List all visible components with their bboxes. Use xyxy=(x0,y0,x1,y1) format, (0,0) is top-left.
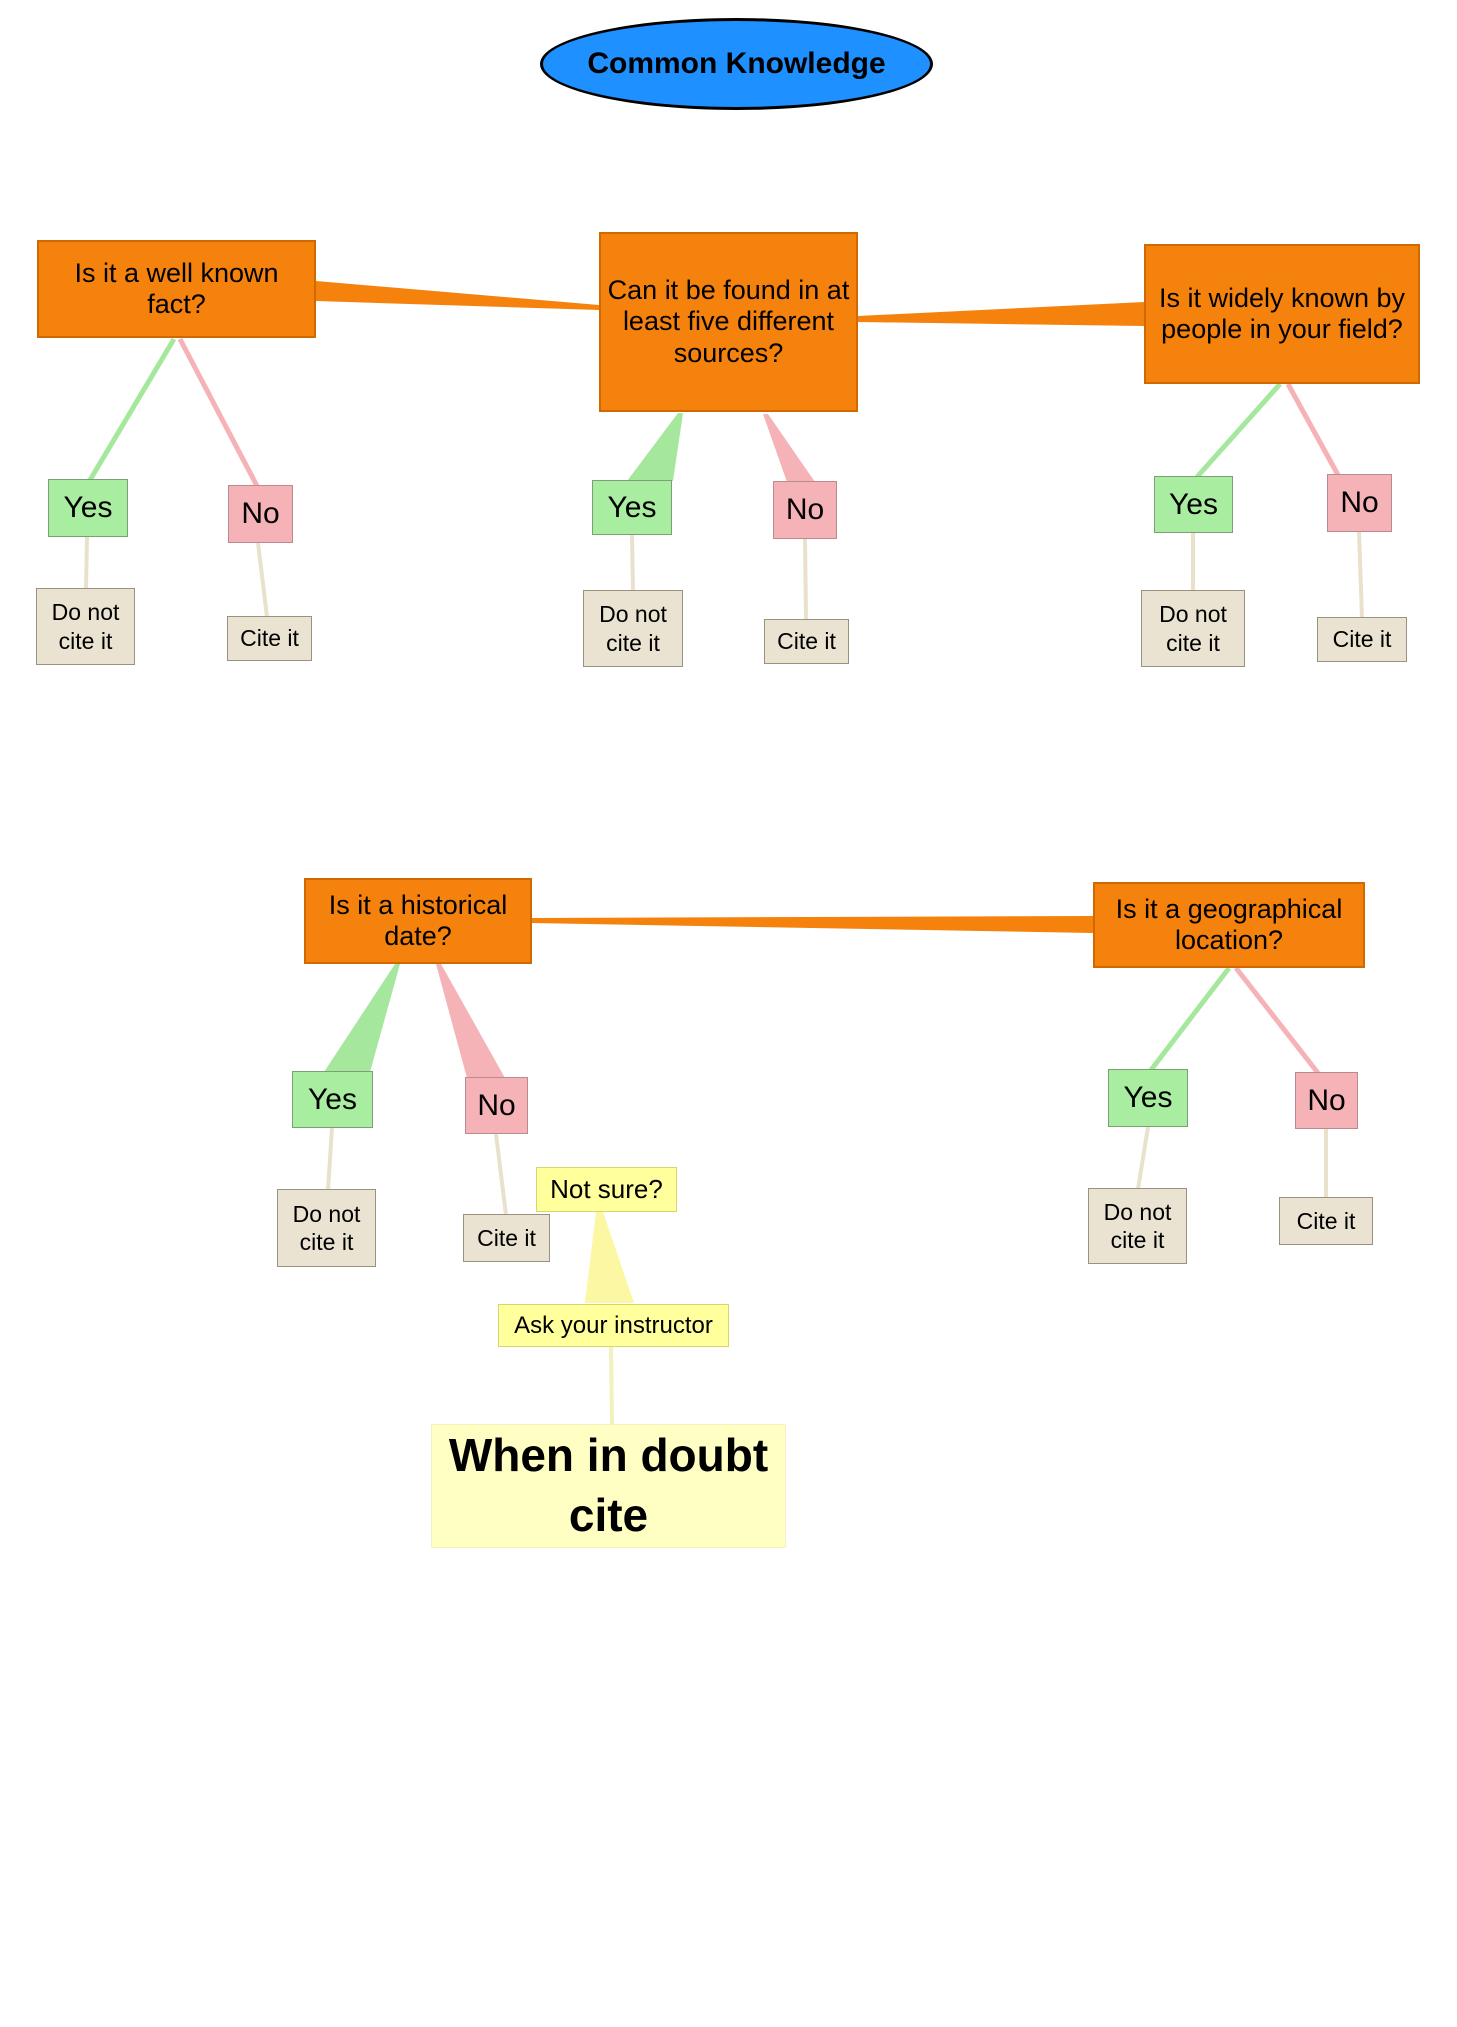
link-location-no xyxy=(1234,966,1320,1075)
question-box-historical-date: Is it a historical date? xyxy=(304,878,532,964)
cite-box-field: Cite it xyxy=(1317,617,1407,662)
link-date-yes xyxy=(324,964,400,1072)
link-sources-yes xyxy=(627,413,683,481)
do-not-cite-box-field: Do not cite it xyxy=(1141,590,1245,667)
no-box-fact: No xyxy=(228,485,293,543)
link-field-yes xyxy=(1195,382,1282,479)
link-instructor-to-conclusion xyxy=(609,1346,614,1427)
link-fact-to-sources xyxy=(316,281,599,310)
do-not-cite-box-location: Do not cite it xyxy=(1088,1188,1187,1264)
do-not-cite-box-date: Do not cite it xyxy=(277,1189,376,1267)
not-sure-box: Not sure? xyxy=(536,1167,677,1212)
link-location-yes-result xyxy=(1136,1126,1150,1190)
cite-box-sources: Cite it xyxy=(764,619,849,664)
no-box-location: No xyxy=(1295,1072,1358,1129)
link-sources-no-result xyxy=(803,538,808,621)
link-fact-no-result xyxy=(256,542,269,618)
do-not-cite-box-sources: Do not cite it xyxy=(583,590,683,667)
link-fact-yes xyxy=(87,337,177,482)
question-box-five-sources: Can it be found in at least five differe… xyxy=(599,232,858,412)
link-location-yes xyxy=(1149,966,1231,1072)
question-box-well-known-fact: Is it a well known fact? xyxy=(37,240,316,338)
link-date-no-result xyxy=(494,1133,508,1216)
yes-box-sources: Yes xyxy=(592,480,672,535)
link-field-no-result xyxy=(1357,531,1364,619)
title-ellipse: Common Knowledge xyxy=(540,18,933,110)
cite-box-location: Cite it xyxy=(1279,1197,1373,1245)
cite-box-date: Cite it xyxy=(463,1214,550,1262)
link-date-yes-result xyxy=(326,1127,334,1191)
cite-box-fact: Cite it xyxy=(227,616,312,661)
yes-box-date: Yes xyxy=(292,1071,373,1128)
link-date-no xyxy=(436,964,505,1078)
link-fact-no xyxy=(177,337,260,488)
link-sources-yes-result xyxy=(630,534,635,592)
question-box-widely-known: Is it widely known by people in your fie… xyxy=(1144,244,1420,384)
yes-box-field: Yes xyxy=(1154,476,1233,533)
link-date-to-location xyxy=(532,916,1093,933)
yes-box-fact: Yes xyxy=(48,479,128,537)
no-box-field: No xyxy=(1327,474,1392,532)
link-notsure-to-instructor xyxy=(585,1212,634,1303)
no-box-sources: No xyxy=(773,481,837,539)
link-field-to-sources xyxy=(858,302,1144,326)
ask-instructor-box: Ask your instructor xyxy=(498,1304,729,1347)
link-field-no xyxy=(1285,382,1341,477)
when-in-doubt-cite-box: When in doubt cite xyxy=(431,1424,786,1548)
link-fact-yes-result xyxy=(84,536,89,590)
link-sources-no xyxy=(763,414,815,482)
yes-box-location: Yes xyxy=(1108,1069,1188,1127)
do-not-cite-box-fact: Do not cite it xyxy=(36,588,135,665)
question-box-geographical-location: Is it a geographical location? xyxy=(1093,882,1365,968)
no-box-date: No xyxy=(465,1077,528,1134)
